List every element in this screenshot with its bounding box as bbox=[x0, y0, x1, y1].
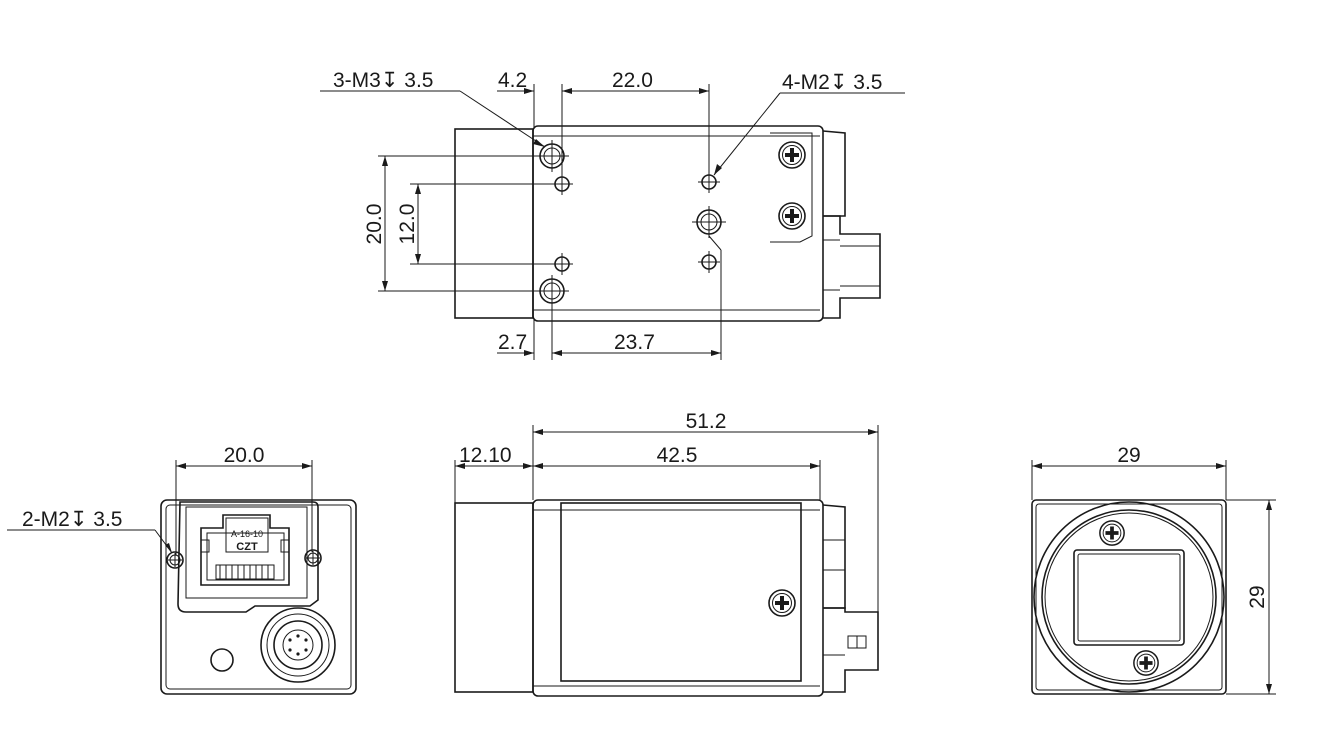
dim-51-2: 51.2 bbox=[686, 410, 727, 433]
rj45-port: A-16-10 CZT bbox=[200, 514, 290, 586]
hole-m2-top-label: 4-M2↧ 3.5 bbox=[782, 71, 882, 94]
rear-view: A-16-10 CZT 20.0 bbox=[7, 444, 357, 695]
top-view-screw-2 bbox=[778, 202, 806, 230]
connector-code: A-16-10 bbox=[231, 529, 263, 539]
lens-mount-outer bbox=[1033, 501, 1225, 693]
power-io-connector bbox=[260, 607, 336, 683]
m2-hole-2 bbox=[551, 253, 573, 275]
side-view-screw bbox=[768, 589, 796, 617]
m2-hole-4 bbox=[698, 251, 720, 273]
rear-view-body bbox=[160, 499, 357, 695]
front-view-screw-top bbox=[1099, 520, 1125, 546]
sensor-window bbox=[1073, 549, 1185, 646]
dim-12-0-vertical: 12.0 bbox=[396, 204, 419, 245]
side-view-front-lens bbox=[454, 502, 534, 693]
front-view-screw-bottom bbox=[1133, 650, 1159, 676]
side-view-body bbox=[532, 499, 824, 697]
m2-hole-3 bbox=[698, 171, 720, 193]
dim-4-2: 4.2 bbox=[498, 69, 527, 92]
front-view-body bbox=[1031, 499, 1227, 695]
rear-dim-20-0: 20.0 bbox=[224, 444, 265, 467]
side-view-label-plate bbox=[560, 502, 802, 682]
hole-m3-label: 3-M3↧ 3.5 bbox=[333, 69, 433, 92]
m3-hole-top bbox=[535, 140, 569, 172]
rear-mount-hole-left bbox=[166, 551, 184, 569]
m3-hole-bottom bbox=[535, 275, 569, 307]
side-view: 51.2 12.10 42.5 bbox=[454, 410, 879, 697]
top-view-screw-1 bbox=[778, 141, 806, 169]
top-view-body bbox=[532, 125, 824, 322]
m2-hole-1 bbox=[551, 173, 573, 195]
dim-22-0: 22.0 bbox=[612, 69, 653, 92]
connector-brand: CZT bbox=[236, 541, 258, 553]
dim-20-0-vertical: 20.0 bbox=[363, 204, 386, 245]
front-dim-29-vertical: 29 bbox=[1246, 585, 1269, 608]
top-view: 3-M3↧ 3.5 4-M2↧ 3.5 4.2 22.0 20.0 12.0 bbox=[320, 69, 905, 360]
dim-23-7: 23.7 bbox=[614, 331, 655, 354]
status-led bbox=[210, 648, 234, 672]
front-dim-29-horizontal: 29 bbox=[1117, 444, 1140, 467]
top-view-front-lens bbox=[454, 128, 534, 319]
rear-mount-hole-right bbox=[304, 549, 322, 567]
dim-42-5: 42.5 bbox=[657, 444, 698, 467]
m3-hole-center bbox=[692, 206, 726, 238]
hole-m2-rear-label: 2-M2↧ 3.5 bbox=[22, 508, 122, 531]
front-view: 29 29 bbox=[1031, 444, 1276, 695]
dim-12-10: 12.10 bbox=[459, 444, 512, 467]
lens-mount-inner bbox=[1041, 509, 1217, 685]
dim-2-7: 2.7 bbox=[498, 331, 527, 354]
